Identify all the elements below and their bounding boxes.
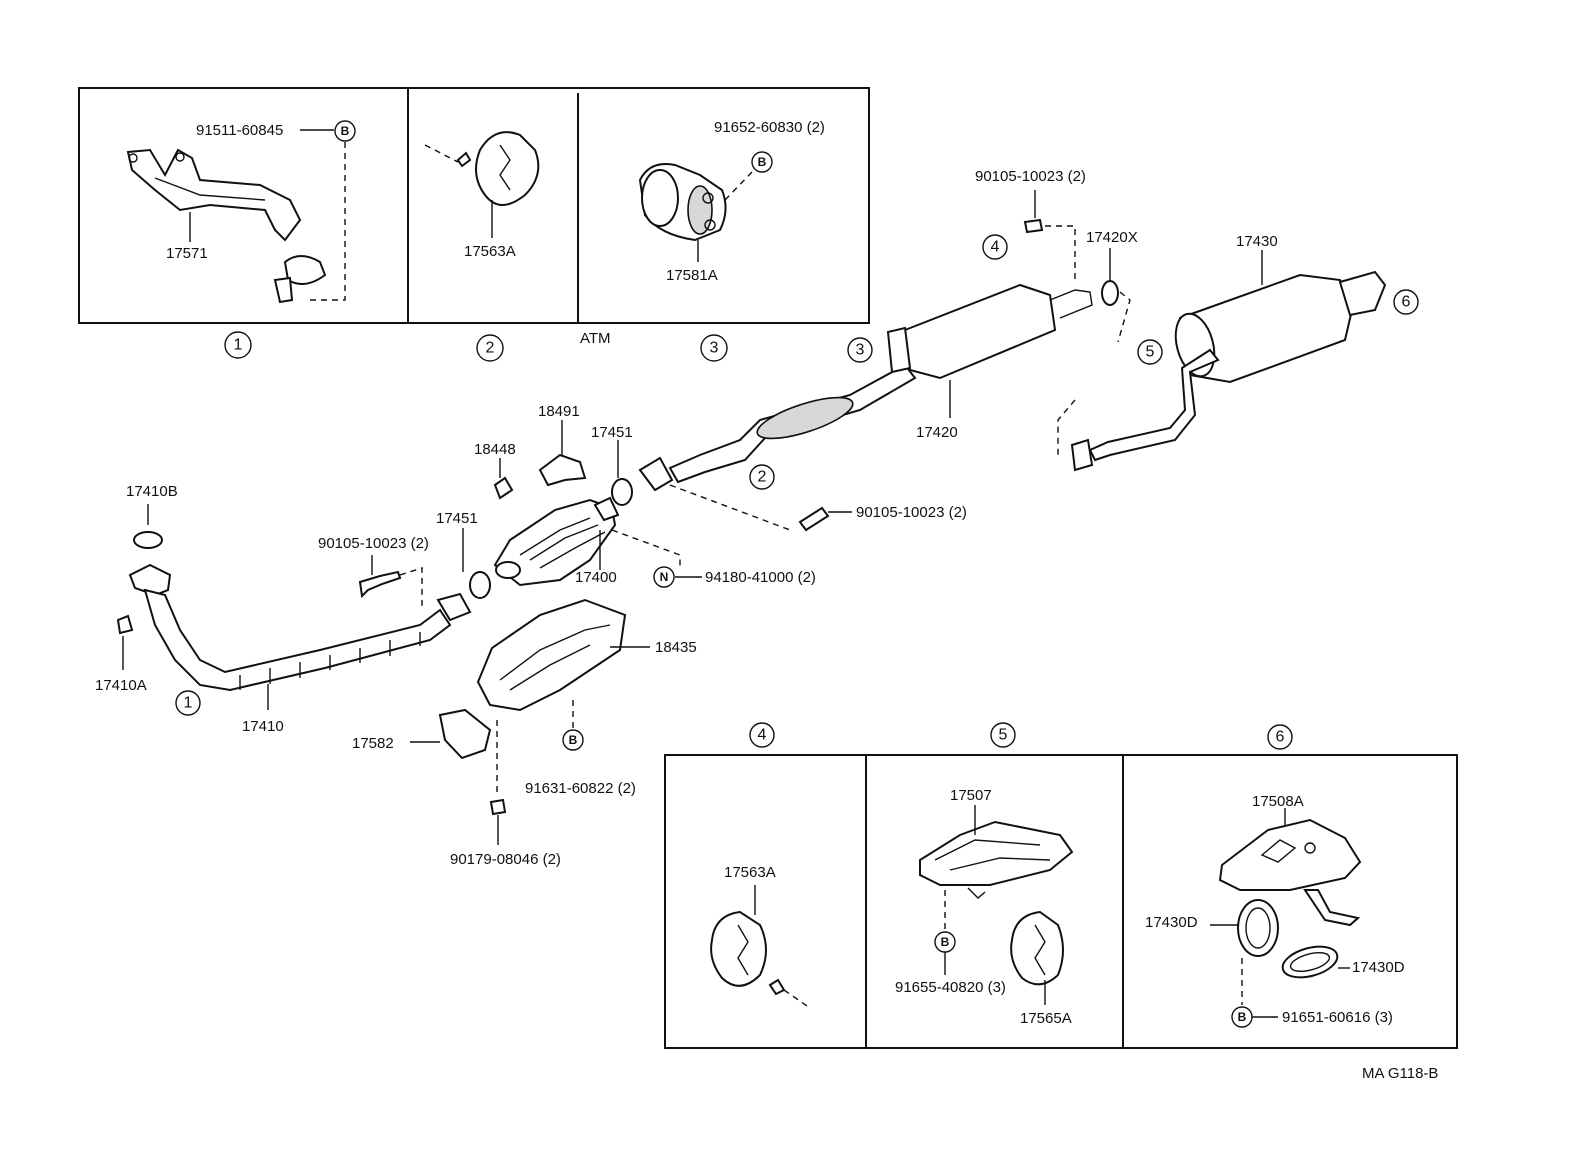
bolt-mark-icon <box>334 120 356 142</box>
marker-number: 1 <box>184 695 193 712</box>
marker-number: 2 <box>758 469 767 486</box>
part-label: 17410B <box>126 483 178 500</box>
part-label: 17563A <box>724 864 776 881</box>
panel-2-hanger: 17563A <box>424 131 540 260</box>
catalytic-converter: 17451 17400 N 94180-41000 (2) <box>436 496 816 599</box>
part-label: 17420X <box>1086 229 1138 246</box>
panel-number: 1 <box>234 337 243 354</box>
clip-parts: 18448 18491 17451 <box>474 403 633 506</box>
marker-number: 6 <box>1402 294 1411 311</box>
part-label: 17581A <box>666 267 718 284</box>
part-label: 17563A <box>464 243 516 260</box>
nut-mark: N <box>660 570 669 584</box>
part-label: 18448 <box>474 441 516 458</box>
atm-label: ATM <box>580 330 611 347</box>
panel-number: 2 <box>486 340 495 357</box>
bottom-inset: 4 5 6 17563A 17507 B 91655-40820 (3) <box>664 722 1458 1049</box>
gasket-17410B <box>133 531 163 549</box>
part-label: 91631-60822 (2) <box>525 780 636 797</box>
panel-number: 6 <box>1276 729 1285 746</box>
part-label: 17451 <box>436 510 478 527</box>
part-label: 17410A <box>95 677 147 694</box>
panel-6-bracket: 17508A 17430D 17430D B 91651-60616 (3) <box>1145 793 1405 1028</box>
part-label: 17451 <box>591 424 633 441</box>
panel-number: 4 <box>758 727 767 744</box>
center-pipe: 90105-10023 (2) 2 17420 3 4 90105-10023 … <box>638 168 1138 532</box>
panel-5-bracket: 17507 B 91655-40820 (3) 17565A <box>895 787 1074 1027</box>
part-label: 17430 <box>1236 233 1278 250</box>
bolt-mark: B <box>341 124 350 138</box>
part-label: 90179-08046 (2) <box>450 851 561 868</box>
part-label: 91511-60845 <box>196 122 283 139</box>
part-label: 17400 <box>575 569 617 586</box>
bolt-mark: B <box>569 733 578 747</box>
part-label: 94180-41000 (2) <box>705 569 816 586</box>
marker-number: 5 <box>1146 344 1155 361</box>
bolt-mark: B <box>1238 1010 1247 1024</box>
part-label: 17582 <box>352 735 394 752</box>
bolt-mark-icon <box>751 151 773 173</box>
top-inset: B 91511-60845 17571 17563A B 91652-60830… <box>78 87 870 362</box>
part-label: 90105-10023 (2) <box>318 535 429 552</box>
bolt-mark: B <box>758 155 767 169</box>
bottom-inset-frame <box>664 754 1458 1049</box>
part-label: 90105-10023 (2) <box>975 168 1086 185</box>
part-label: 17410 <box>242 718 284 735</box>
marker-number: 4 <box>991 239 1000 256</box>
part-label: 17571 <box>166 245 208 262</box>
part-label: 17565A <box>1020 1010 1072 1027</box>
top-inset-frame <box>78 87 870 324</box>
part-label: 17507 <box>950 787 992 804</box>
part-label: 17430D <box>1145 914 1198 931</box>
marker-number: 3 <box>856 342 865 359</box>
part-label: 17430D <box>1352 959 1405 976</box>
panel-number: 5 <box>999 727 1008 744</box>
part-label: 18491 <box>538 403 580 420</box>
part-label: 91651-60616 (3) <box>1282 1009 1393 1026</box>
bolt-mark: B <box>941 935 950 949</box>
panel-1-bracket: B 91511-60845 17571 <box>126 120 356 304</box>
part-label: 17420 <box>916 424 958 441</box>
nut-mark-icon <box>653 566 675 588</box>
part-label: 91655-40820 (3) <box>895 979 1006 996</box>
bolt-mark-icon <box>562 729 584 751</box>
part-label: 90105-10023 (2) <box>856 504 967 521</box>
panel-4-hanger: 17563A <box>710 864 811 1009</box>
panel-3-hanger: B 91652-60830 (2) 17581A <box>638 119 825 284</box>
part-label: 91652-60830 (2) <box>714 119 825 136</box>
diagram-code: MA G118-B <box>1362 1065 1438 1082</box>
bolt-left: 90105-10023 (2) <box>318 535 429 610</box>
main-muffler: 17430 5 6 <box>1057 233 1419 472</box>
part-label: 18435 <box>655 639 697 656</box>
heat-shield: 18435 17582 B 91631-60822 (2) 90179-0804… <box>352 598 697 868</box>
part-label: 17508A <box>1252 793 1304 810</box>
front-pipe: 1 17410B 17410A 17410 <box>95 483 472 735</box>
main-assembly: 1 17410B 17410A 17410 90105-10023 (2) 17… <box>95 168 1419 868</box>
panel-number: 3 <box>710 340 719 357</box>
